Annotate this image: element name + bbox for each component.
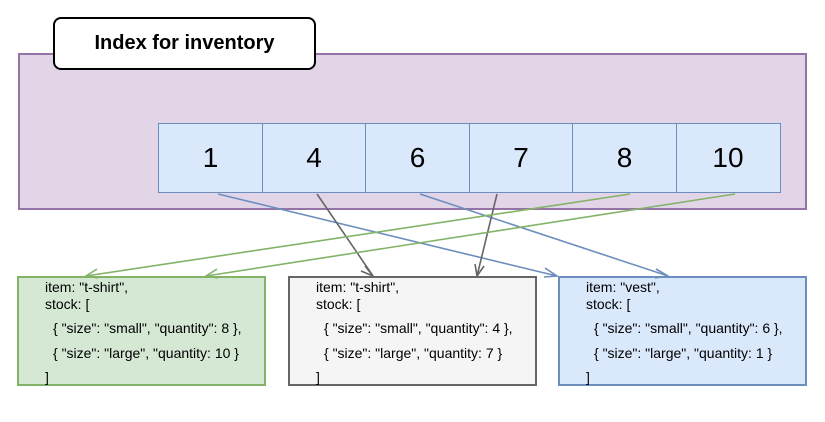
doc-line-item: item: "t-shirt", [316, 279, 400, 295]
index-cell-7: 7 [468, 123, 574, 193]
arrow-head-key-1 [543, 267, 560, 278]
doc-line-stock: stock: [ [586, 296, 631, 312]
index-cell-4: 4 [261, 123, 367, 193]
doc-line-stock: stock: [ [316, 296, 361, 312]
arrow-head-key-4 [360, 265, 374, 277]
doc-line-close: ] [586, 369, 590, 385]
doc-line-large: { "size": "large", "quantity: 1 } [594, 345, 773, 361]
index-cell-1: 1 [158, 123, 263, 193]
doc-line-large: { "size": "large", "quantity: 10 } [53, 345, 239, 361]
doc-line-stock: stock: [ [45, 296, 90, 312]
doc-line-small: { "size": "small", "quantity": 4 }, [324, 320, 513, 336]
index-cell-10: 10 [675, 123, 781, 193]
index-cell-6: 6 [365, 123, 470, 193]
doc-line-large: { "size": "large", "quantity: 7 } [324, 345, 503, 361]
document-tshirt-green: item: "t-shirt", stock: [ { "size": "sma… [17, 276, 266, 386]
doc-line-close: ] [45, 369, 49, 385]
index-cell-8: 8 [572, 123, 677, 193]
doc-line-item: item: "vest", [586, 279, 660, 295]
doc-line-small: { "size": "small", "quantity": 8 }, [53, 320, 242, 336]
doc-line-small: { "size": "small", "quantity": 6 }, [594, 320, 783, 336]
doc-line-close: ] [316, 369, 320, 385]
doc-line-item: item: "t-shirt", [45, 279, 129, 295]
document-vest-blue: item: "vest", stock: [ { "size": "small"… [558, 276, 807, 386]
document-tshirt-gray: item: "t-shirt", stock: [ { "size": "sma… [288, 276, 537, 386]
index-cells: 1 4 6 7 8 10 [158, 123, 781, 193]
arrow-head-key-7 [474, 263, 485, 279]
index-title: Index for inventory [53, 17, 316, 70]
